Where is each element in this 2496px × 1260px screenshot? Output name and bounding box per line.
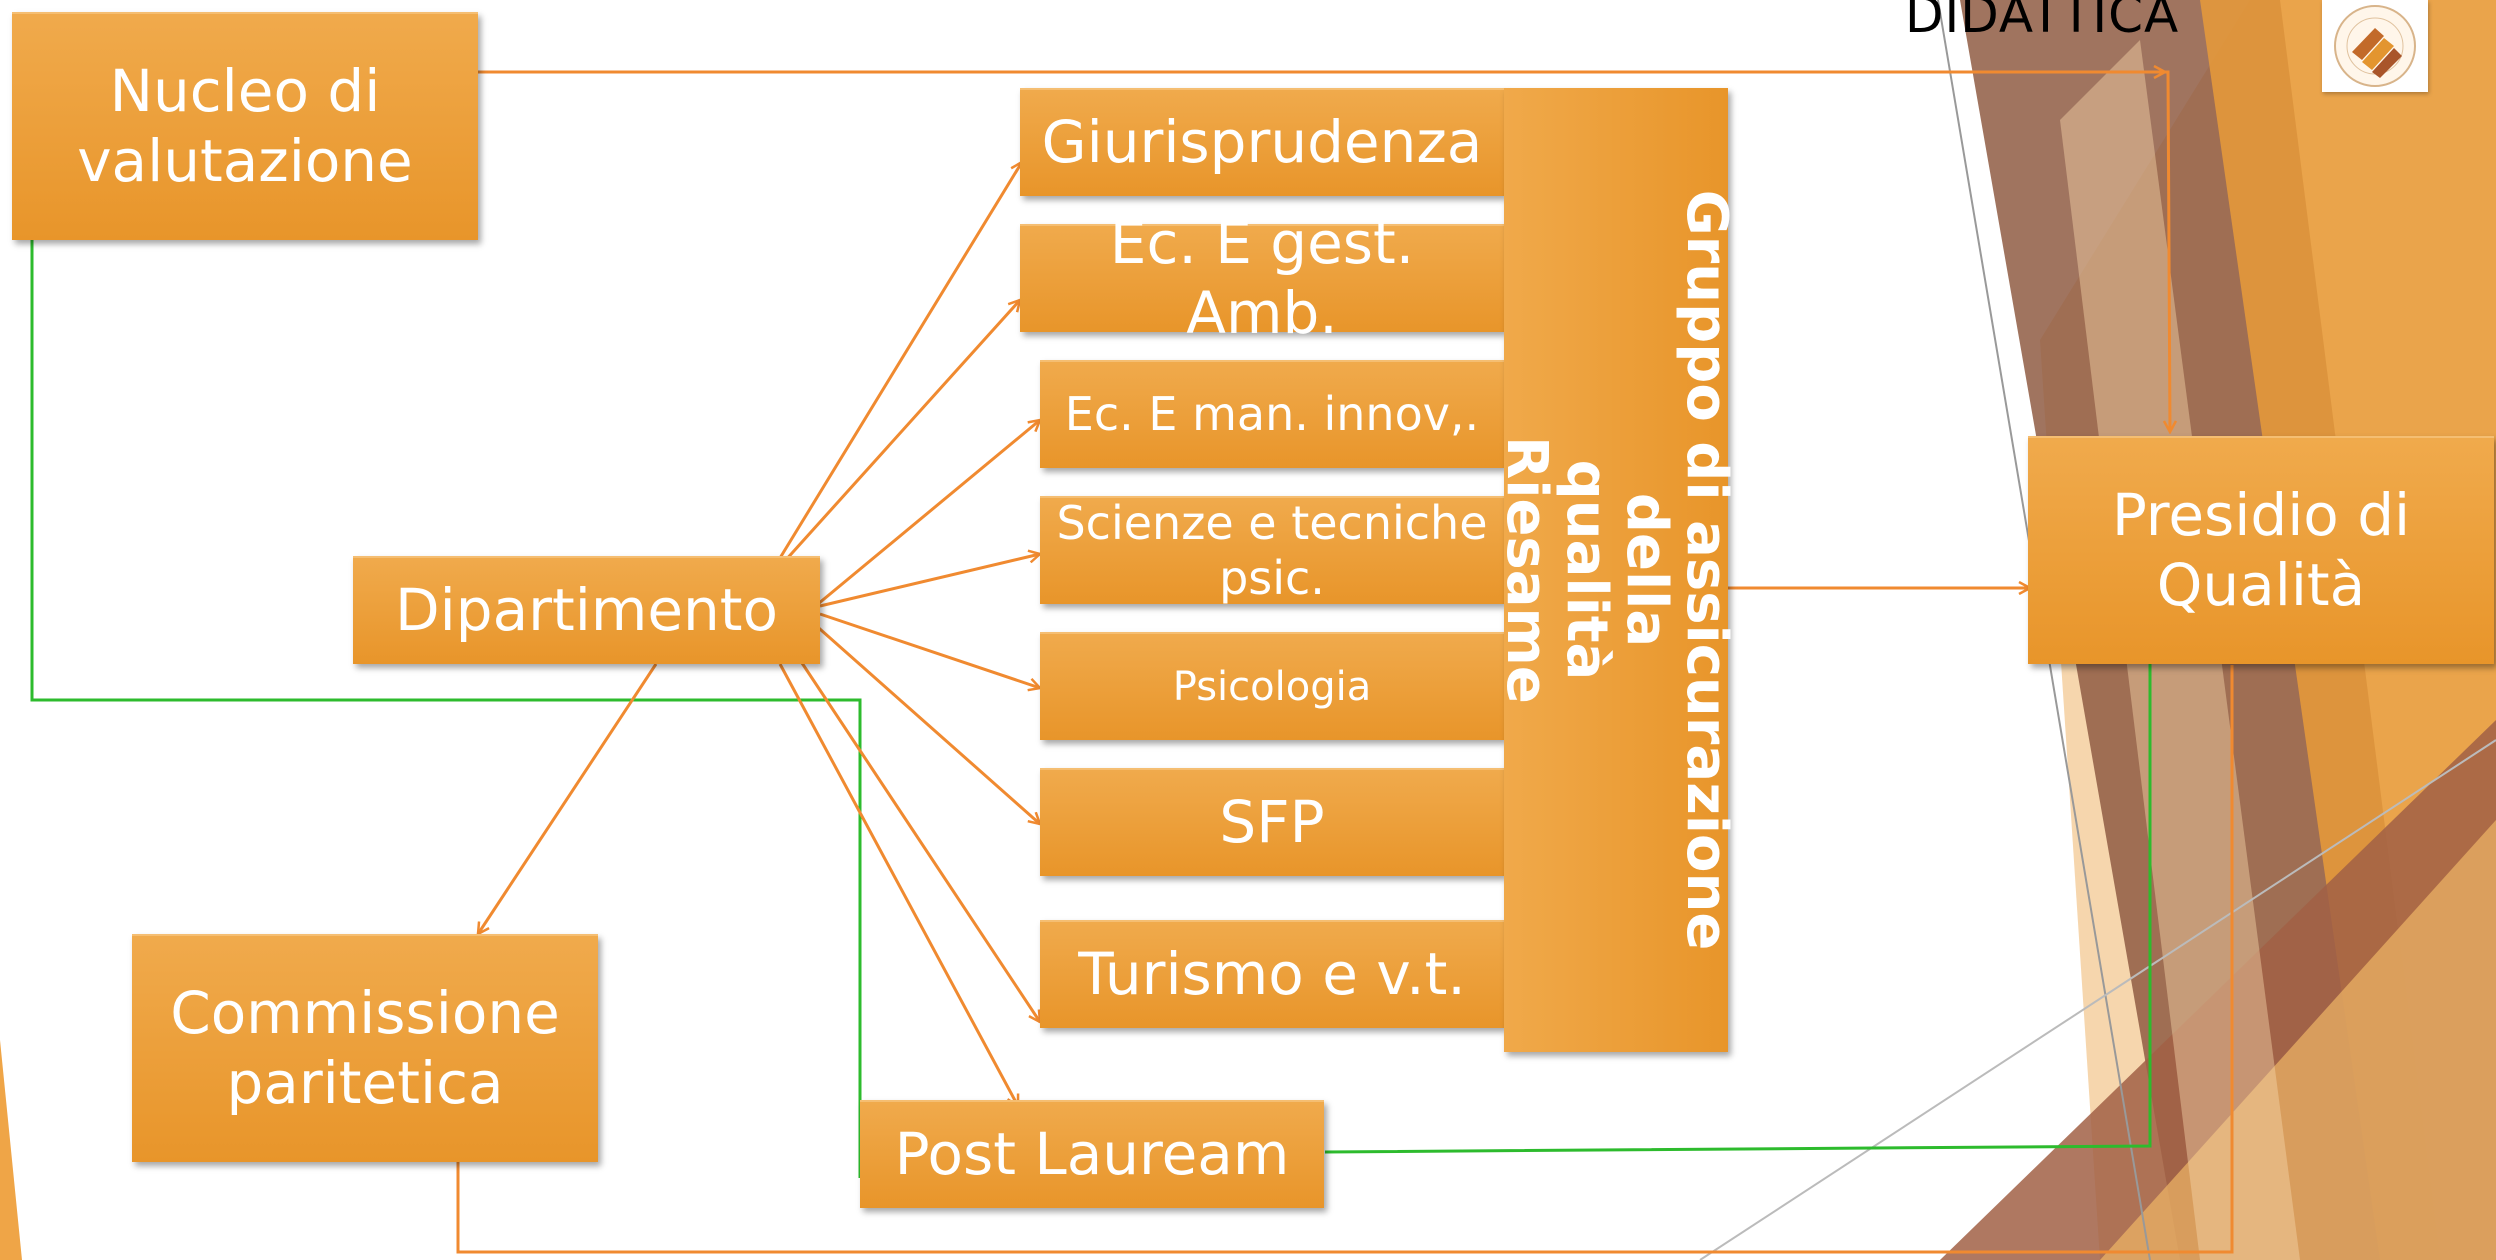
seal-icon	[2334, 5, 2416, 87]
line-commissione-presidio	[456, 665, 2234, 1254]
course-box-turismo: Turismo e v.t.	[1040, 920, 1504, 1028]
header-label: DIDATTICA	[1905, 0, 2180, 44]
nucleo-di-valutazione-box: Nucleo di valutazione	[12, 12, 478, 240]
arrow-dip-sfp	[811, 620, 1040, 824]
commissione-paritetica-box: Commissione paritetica	[132, 934, 598, 1162]
orange-arrows	[456, 70, 2234, 1254]
gruppo-assicurazione-qualita-box: Gruppo di assicurazione della qualità Ri…	[1494, 88, 1739, 1052]
course-box-sfp: SFP	[1040, 768, 1504, 876]
course-box-scienze-tecniche-psic: Scienze e tecniche psic.	[1040, 496, 1504, 605]
arrow-dip-ecgest	[782, 300, 1020, 564]
green-lines	[30, 220, 2152, 1178]
green-line-nucleo	[30, 220, 862, 1178]
arrow-dip-ecman	[817, 420, 1040, 606]
arrow-dip-postlauream	[778, 663, 1020, 1106]
arrow-dip-scienze	[819, 554, 1040, 608]
bg-left-sliver	[0, 1040, 22, 1260]
arrow-top-to-presidio	[2150, 70, 2170, 432]
course-box-ec-man-innov: Ec. E man. innov,.	[1040, 360, 1504, 468]
bg-thin-line-2	[1699, 739, 2496, 1260]
presidio-di-qualita-box: Presidio di Qualità	[2028, 436, 2494, 664]
dipartimento-box: Dipartimento	[353, 556, 820, 664]
arrow-dip-psicologia	[819, 612, 1040, 688]
course-box-giurisprudenza: Giurisprudenza	[1020, 88, 1504, 196]
university-logo	[2322, 0, 2428, 92]
gruppo-assicurazione-qualita-label: Gruppo di assicurazione della qualità Ri…	[1494, 189, 1739, 951]
arrow-dip-turismo	[798, 659, 1040, 1022]
bg-shape-tan-2	[2100, 820, 2496, 1260]
post-lauream-box: Post Lauream	[860, 1100, 1324, 1208]
arrow-dip-commissione	[478, 663, 658, 934]
course-box-ec-gest-amb: Ec. E gest. Amb.	[1020, 209, 1504, 347]
course-box-psicologia: Psicologia	[1040, 632, 1504, 740]
green-line-post-lauream	[1324, 660, 2152, 1154]
arrow-dip-giuris	[778, 162, 1022, 559]
